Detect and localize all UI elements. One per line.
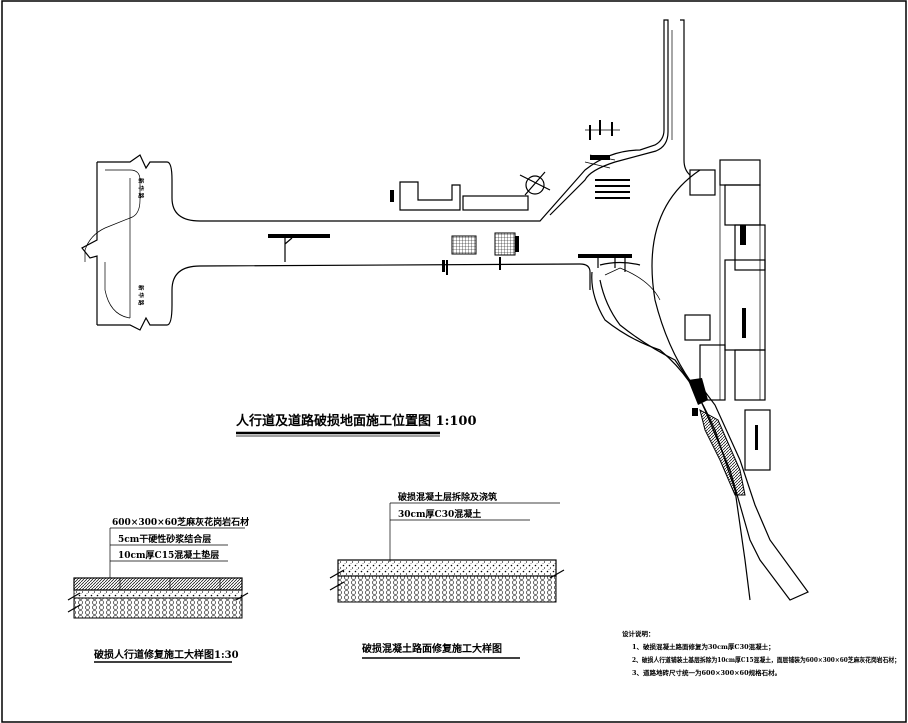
sidewalk-mortar-layer: [73, 589, 243, 599]
concrete-layer-2: 30cm厚C30混凝土: [398, 508, 481, 520]
note-item-1: 1、破损混凝土路面修复为30cm厚C30混凝土；: [632, 642, 775, 651]
concrete-layer-1: 破损混凝土层拆除及浇筑: [398, 491, 497, 503]
concrete-base-layer: [337, 575, 557, 603]
note-item-2: 2、破损人行道铺装土基层拆除为10cm厚C15混凝土，面层铺装为600×300×…: [632, 655, 900, 664]
road-name-lower: 新 华 路: [137, 285, 145, 306]
plan-title: 人行道及道路破损地面施工位置图 1:100: [236, 413, 477, 429]
sidewalk-stone-layer: [73, 577, 243, 591]
sidewalk-detail-title: 破损人行道修复施工大样图1:30: [94, 648, 239, 661]
design-notes: 设计说明： 1、破损混凝土路面修复为30cm厚C30混凝土； 2、破损人行道铺装…: [622, 629, 900, 677]
detail-concrete: 破损混凝土层拆除及浇筑 30cm厚C30混凝土 破损混凝土路面修复施工大样图: [329, 491, 565, 659]
sidewalk-layer-2: 5cm干硬性砂浆结合层: [118, 533, 211, 545]
notes-heading: 设计说明：: [622, 629, 655, 638]
site-plan: 新 华 路 新 华 路 人行道及道路破损地面施工位置图 1:100: [81, 19, 809, 601]
sidewalk-base-layer: [73, 597, 243, 619]
detail-sidewalk: 600×300×60芝麻灰花岗岩石材 5cm干硬性砂浆结合层 10cm厚C15混…: [67, 516, 249, 663]
concrete-top-layer: [337, 559, 557, 577]
road-name-upper: 新 华 路: [137, 178, 145, 199]
sidewalk-layer-1: 600×300×60芝麻灰花岗岩石材: [112, 516, 249, 528]
concrete-detail-title: 破损混凝土路面修复施工大样图: [362, 642, 502, 655]
note-item-3: 3、道路地砖尺寸统一为600×300×60规格石材。: [632, 668, 781, 677]
sidewalk-layer-3: 10cm厚C15混凝土垫层: [118, 549, 219, 561]
